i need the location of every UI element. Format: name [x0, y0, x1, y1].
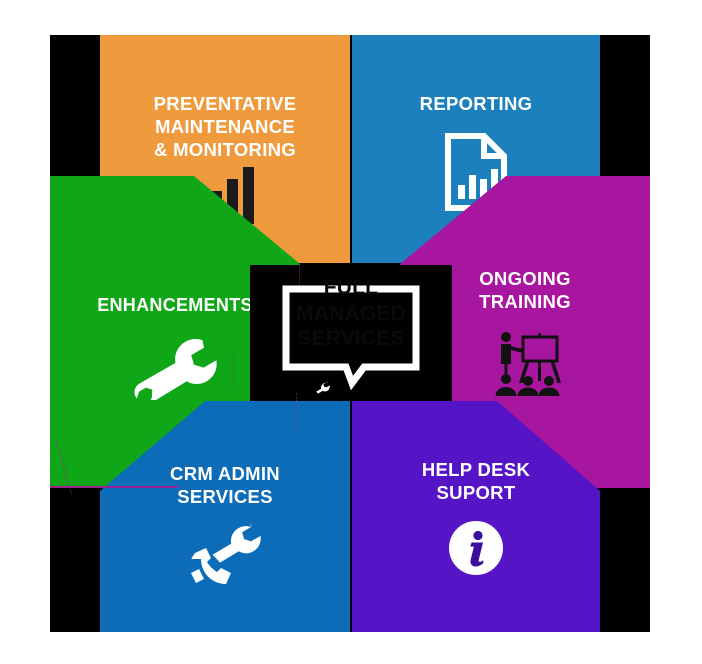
segment-label-enhancements: ENHANCEMENTS	[97, 295, 253, 315]
segment-help-desk-support[interactable]: HELP DESK SUPORT	[352, 401, 600, 632]
segment-preventative-maintenance[interactable]: PREVENTATIVE MAINTENANCE & MONITORING	[100, 35, 350, 263]
info-circle-icon	[352, 519, 600, 577]
center-hub-title: FULL MANAGED SERVICES	[296, 276, 406, 351]
center-hub[interactable]: FULL MANAGED SERVICES	[250, 265, 452, 401]
segment-label-reporting: REPORTING	[419, 93, 533, 114]
segment-label-ongoing-training: ONGOING TRAINING	[479, 268, 571, 312]
segment-label-preventative-maintenance: PREVENTATIVE MAINTENANCE & MONITORING	[153, 93, 297, 160]
phone-wrench-icon	[100, 523, 350, 587]
segment-label-crm-admin-services: CRM ADMIN SERVICES	[170, 463, 280, 507]
monitor-wrench-icon	[250, 283, 452, 401]
wrench-icon	[50, 336, 300, 400]
presentation-trainer-icon	[400, 331, 650, 397]
document-chart-icon	[352, 133, 600, 211]
segment-label-help-desk-support: HELP DESK SUPORT	[421, 459, 531, 503]
